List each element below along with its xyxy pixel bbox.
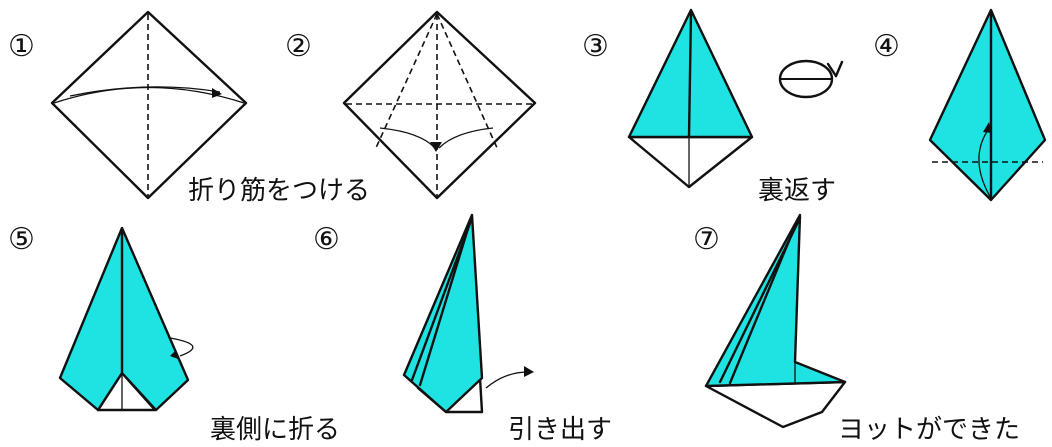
step-7-number: ⑦ — [693, 222, 720, 257]
step-6-caption: 引き出す — [508, 415, 613, 445]
fold-arrow-icon — [212, 88, 222, 98]
step-1-caption: 折り筋をつける — [188, 176, 371, 206]
step-2-number: ② — [285, 29, 312, 64]
pull-arrow-icon — [524, 366, 534, 377]
step-2-figure — [342, 10, 537, 200]
flip-caption: 裏返す — [758, 176, 837, 206]
step-3-figure — [627, 8, 754, 189]
fold-arrow-icon — [170, 350, 178, 359]
fold-arrow-icon — [430, 142, 442, 152]
fold-arrow-icon — [983, 122, 992, 133]
step-3-number: ③ — [582, 29, 609, 64]
step-5-figure — [58, 226, 194, 412]
step-7-caption: ヨットができた — [838, 415, 1021, 445]
step-5-number: ⑤ — [8, 222, 35, 257]
step-6-figure — [402, 213, 534, 414]
step-7-figure — [704, 213, 847, 429]
step-5-caption: 裏側に折る — [210, 415, 341, 445]
step-1-number: ① — [8, 29, 35, 64]
step-1-figure — [50, 10, 248, 200]
step-6-number: ⑥ — [313, 222, 340, 257]
step-4-number: ④ — [873, 29, 900, 64]
step-4-figure — [928, 8, 1047, 202]
rotate-arrow-icon — [778, 59, 844, 99]
